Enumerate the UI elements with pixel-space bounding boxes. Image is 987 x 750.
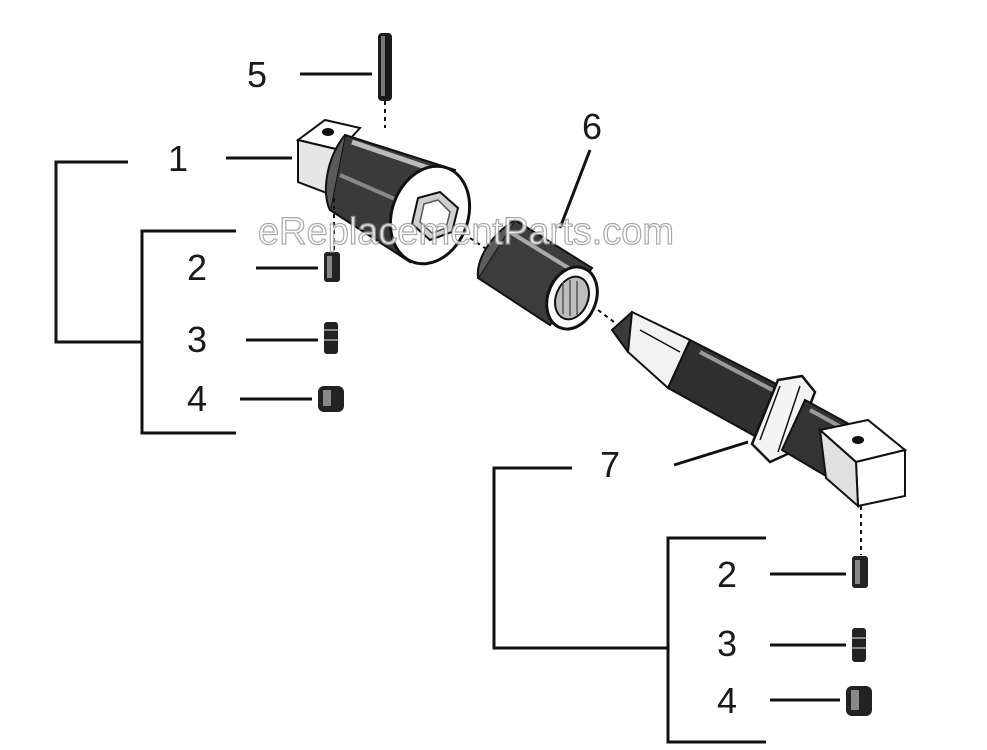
part-7-extension-shaft bbox=[610, 310, 908, 555]
part-2-grease-fitting-left bbox=[324, 252, 340, 282]
callout-2-left: 2 bbox=[187, 247, 207, 288]
callout-4-left: 4 bbox=[187, 378, 207, 419]
callout-7: 7 bbox=[600, 444, 620, 485]
part-4-cap-right bbox=[846, 686, 872, 716]
watermark-text: eReplacementParts.com bbox=[258, 211, 674, 253]
leader-lines bbox=[54, 72, 846, 744]
callout-6: 6 bbox=[582, 106, 602, 147]
part-2-grease-fitting-right bbox=[852, 556, 868, 588]
callout-5: 5 bbox=[247, 54, 267, 95]
callout-1: 1 bbox=[168, 138, 188, 179]
callout-3-left: 3 bbox=[187, 319, 207, 360]
part-4-cap-left bbox=[318, 386, 344, 412]
part-6-bushing bbox=[469, 218, 619, 331]
callout-2-right: 2 bbox=[717, 554, 737, 595]
callout-labels: 5 1 2 3 4 6 7 2 3 4 bbox=[168, 54, 737, 721]
callout-3-right: 3 bbox=[717, 623, 737, 664]
part-1-adapter bbox=[295, 118, 472, 266]
callout-4-right: 4 bbox=[717, 680, 737, 721]
part-5-roll-pin bbox=[378, 33, 392, 128]
part-3-set-screw-left bbox=[324, 322, 338, 354]
part-3-set-screw-right bbox=[852, 628, 866, 662]
